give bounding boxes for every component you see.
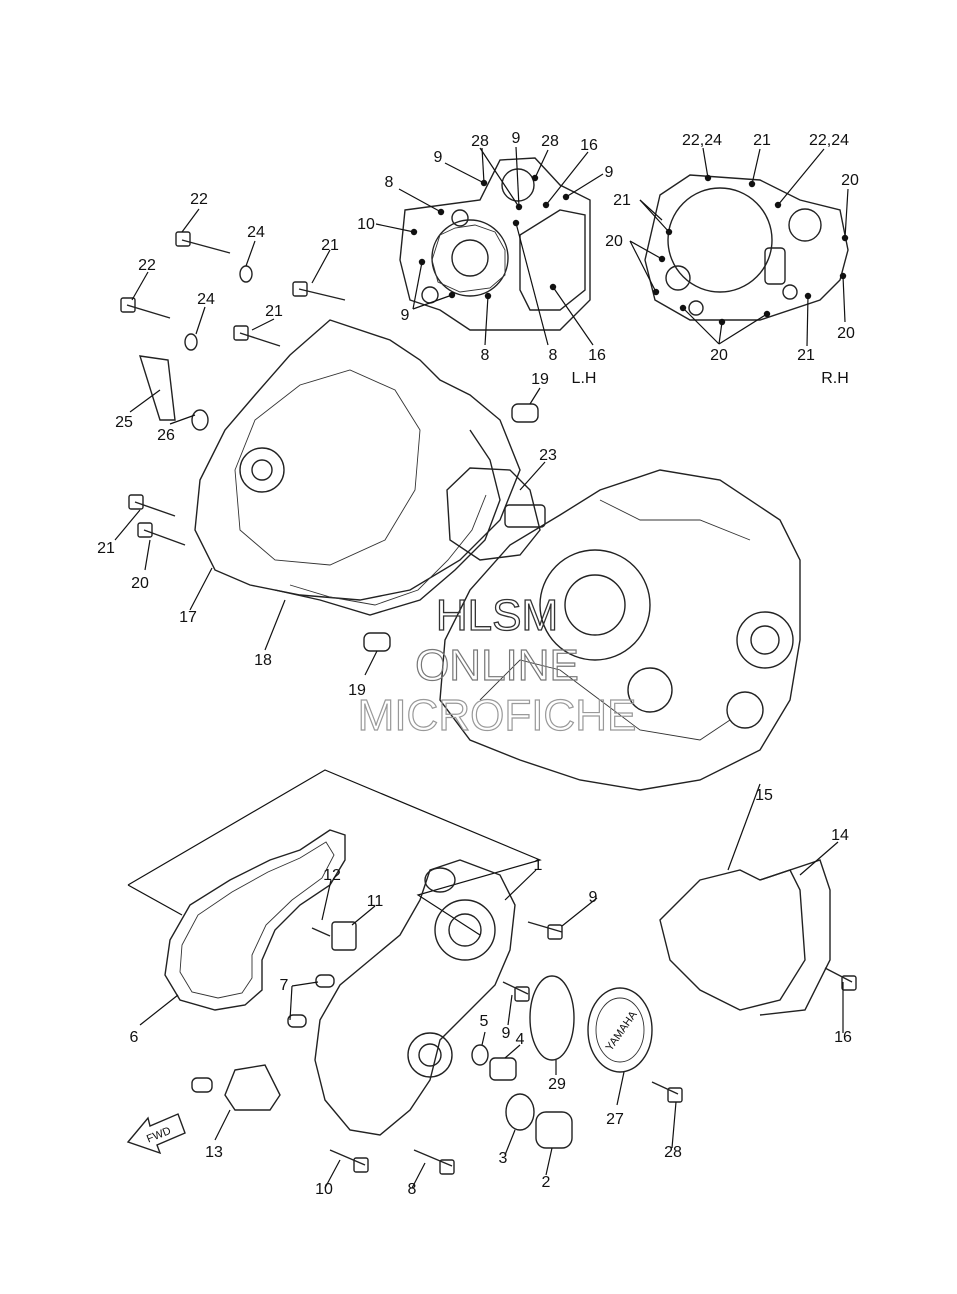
callout-27: 27 — [606, 1111, 624, 1128]
callout-19a: 19 — [531, 371, 549, 388]
callout-lh-28a: 28 — [471, 133, 489, 150]
callout-23: 23 — [539, 447, 557, 464]
callout-16: 16 — [834, 1029, 852, 1046]
callout-4: 4 — [516, 1031, 525, 1048]
upper-fasteners — [114, 208, 541, 676]
callout-13: 13 — [205, 1144, 223, 1161]
yamaha-badge: YAMAHA — [604, 1008, 640, 1053]
callout-24b: 24 — [197, 291, 215, 308]
callout-rh-2224a: 22,24 — [682, 132, 722, 149]
callout-9b: 9 — [502, 1025, 511, 1042]
yamaha-cap: YAMAHA — [587, 987, 653, 1106]
rh-cover-detail — [629, 147, 849, 347]
callout-20: 20 — [131, 575, 149, 592]
callout-21b: 21 — [265, 303, 283, 320]
lh-cover-detail — [375, 146, 604, 346]
callout-rh-20d: 20 — [710, 347, 728, 364]
callout-9a: 9 — [589, 889, 598, 906]
callout-lh-10: 10 — [357, 216, 375, 233]
callout-15: 15 — [755, 787, 773, 804]
watermark-line-2: ONLINE — [415, 641, 579, 690]
callout-28: 28 — [664, 1144, 682, 1161]
callout-lh-16a: 16 — [580, 137, 598, 154]
callout-11: 11 — [367, 893, 384, 910]
callout-rh-21b: 21 — [613, 192, 631, 209]
callout-5: 5 — [480, 1013, 489, 1030]
callout-lh-9a: 9 — [512, 130, 521, 147]
crankcase-cover-left — [189, 319, 521, 651]
generator-cover — [191, 859, 537, 1141]
callout-rh-21a: 21 — [753, 132, 771, 149]
callout-8: 8 — [408, 1181, 417, 1198]
callout-10: 10 — [315, 1181, 333, 1198]
watermark-line-1: HLSM — [436, 591, 558, 640]
callout-rh-21c: 21 — [797, 347, 815, 364]
fwd-arrow-icon: FWD — [126, 1113, 186, 1155]
callout-17: 17 — [179, 609, 197, 626]
callout-22a: 22 — [190, 191, 208, 208]
callout-24a: 24 — [247, 224, 265, 241]
callout-26: 26 — [157, 427, 175, 444]
callout-14: 14 — [831, 827, 849, 844]
callout-3: 3 — [499, 1150, 508, 1167]
callout-lh-9b: 9 — [434, 149, 443, 166]
lower-guides — [127, 769, 542, 936]
sprocket-cover — [659, 783, 839, 1016]
callout-22b: 22 — [138, 257, 156, 274]
starter-motor — [446, 461, 546, 561]
gasket-6 — [139, 829, 346, 1026]
callout-rh-20a: 20 — [841, 172, 859, 189]
lower-fasteners — [324, 897, 857, 1189]
callout-6: 6 — [130, 1029, 139, 1046]
callout-lh-16b: 16 — [588, 347, 606, 364]
callout-lh-8b: 8 — [481, 347, 490, 364]
callout-lh-8a: 8 — [385, 174, 394, 191]
callout-lh-28b: 28 — [541, 133, 559, 150]
callout-18: 18 — [254, 652, 272, 669]
callout-7: 7 — [280, 977, 289, 994]
crankcase-main — [439, 469, 801, 791]
callout-1: 1 — [534, 857, 543, 874]
callout-25: 25 — [115, 414, 133, 431]
callout-21c: 21 — [97, 540, 115, 557]
callout-rh-20b: 20 — [605, 233, 623, 250]
watermark: HLSM ONLINE MICROFICHE — [357, 590, 637, 740]
watermark-line-3: MICROFICHE — [358, 691, 637, 740]
callout-lh-8c: 8 — [549, 347, 558, 364]
callout-lh-9c: 9 — [605, 164, 614, 181]
callout-21a: 21 — [321, 237, 339, 254]
callout-rh-20c: 20 — [837, 325, 855, 342]
callout-lh-9d: 9 — [401, 307, 410, 324]
callout-12: 12 — [323, 867, 341, 884]
callout-2: 2 — [542, 1174, 551, 1191]
callout-labels: 28 9 28 16 9 9 8 10 9 8 8 16 22,24 21 22… — [97, 130, 859, 1198]
callout-19b: 19 — [348, 682, 366, 699]
callout-29: 29 — [548, 1076, 566, 1093]
fwd-label: FWD — [145, 1125, 173, 1146]
callout-rh-2224b: 22,24 — [809, 132, 849, 149]
side-label-rh: R.H — [821, 370, 849, 387]
side-label-lh: L.H — [572, 370, 597, 387]
